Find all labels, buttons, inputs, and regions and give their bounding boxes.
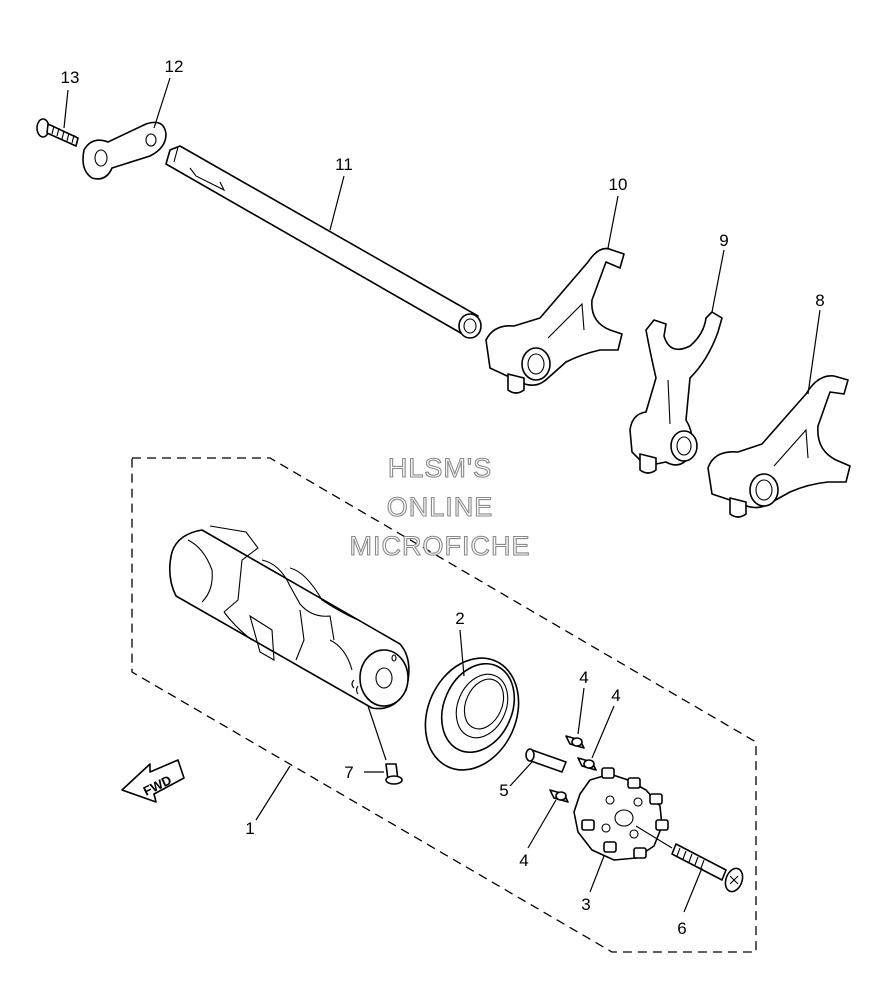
part-9-shift-fork <box>629 311 723 474</box>
part-1-shift-cam <box>168 525 410 710</box>
callout-9: 9 <box>719 231 728 250</box>
fwd-arrow-icon: FWD <box>121 759 185 803</box>
part-2-bearing <box>424 657 520 771</box>
callout-7: 7 <box>344 763 353 782</box>
part-13-screw <box>36 118 79 147</box>
watermark-line-3: MICROFICHE <box>350 531 531 561</box>
callout-12: 12 <box>165 57 184 76</box>
callout-2: 2 <box>455 609 464 628</box>
assembly-boundary <box>131 457 757 953</box>
part-4-pin-lower <box>549 789 569 803</box>
callout-8: 8 <box>815 291 824 310</box>
part-5-pin-long <box>525 748 567 773</box>
callouts: 13 12 11 10 9 8 2 4 4 7 5 1 4 3 6 <box>61 57 825 938</box>
watermark: HLSM'S ONLINE MICROFICHE <box>349 452 531 561</box>
callout-4-middle: 4 <box>611 686 620 705</box>
callout-5: 5 <box>499 781 508 800</box>
leader-lines <box>63 77 821 913</box>
callout-4-lower: 4 <box>519 851 528 870</box>
part-7-screw <box>385 763 403 785</box>
callout-4-upper: 4 <box>579 668 588 687</box>
part-3-segment <box>573 767 669 861</box>
watermark-line-2: ONLINE <box>387 492 494 522</box>
part-4-pin-middle <box>577 757 597 771</box>
part-11-guide-bar <box>165 145 482 339</box>
callout-3: 3 <box>581 895 590 914</box>
part-6-bolt <box>635 825 744 893</box>
callout-10: 10 <box>609 175 628 194</box>
callout-1: 1 <box>245 819 254 838</box>
part-8-shift-fork <box>707 375 851 518</box>
callout-11: 11 <box>335 155 353 174</box>
watermark-line-1: HLSM'S <box>388 453 492 483</box>
callout-13: 13 <box>61 68 80 87</box>
part-4-pin-upper <box>565 735 585 749</box>
part-10-shift-fork <box>485 247 625 394</box>
part-12-stopper-plate <box>82 121 167 180</box>
callout-6: 6 <box>677 919 686 938</box>
